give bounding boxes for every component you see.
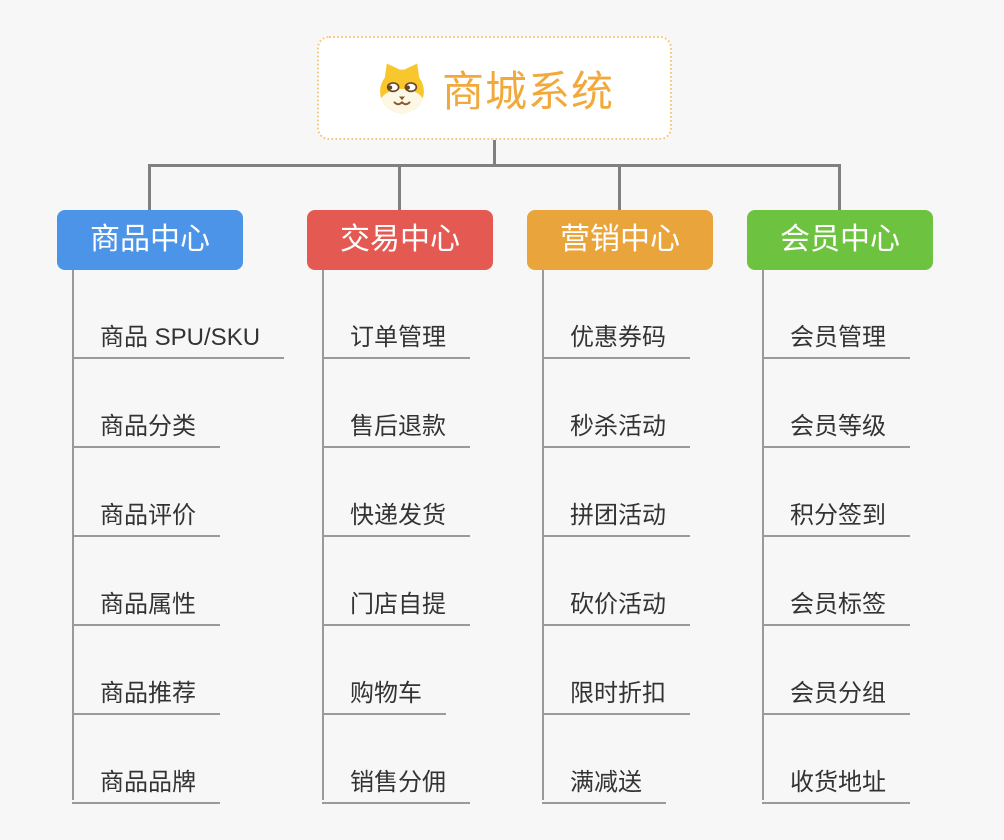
item-label[interactable]: 会员标签 [762, 584, 910, 626]
connector-drop-trade [398, 164, 401, 210]
branch-trade-center: 交易中心 订单管理 售后退款 快递发货 门店自提 购物车 销售分佣 [307, 210, 493, 804]
list-item: 快递发货 [322, 448, 493, 537]
list-item: 秒杀活动 [542, 359, 713, 448]
list-item: 商品品牌 [72, 715, 284, 804]
item-label[interactable]: 满减送 [542, 762, 666, 804]
item-label[interactable]: 商品分类 [72, 406, 220, 448]
item-label[interactable]: 积分签到 [762, 495, 910, 537]
list-item: 会员管理 [762, 270, 933, 359]
list-item: 会员等级 [762, 359, 933, 448]
item-label[interactable]: 会员等级 [762, 406, 910, 448]
item-label[interactable]: 商品属性 [72, 584, 220, 626]
list-item: 优惠券码 [542, 270, 713, 359]
list-item: 销售分佣 [322, 715, 493, 804]
branch-head-product[interactable]: 商品中心 [57, 210, 243, 270]
list-item: 订单管理 [322, 270, 493, 359]
shiba-dog-icon [375, 61, 429, 115]
item-label[interactable]: 秒杀活动 [542, 406, 690, 448]
list-item: 拼团活动 [542, 448, 713, 537]
list-item: 购物车 [322, 626, 493, 715]
branch-head-marketing[interactable]: 营销中心 [527, 210, 713, 270]
item-label[interactable]: 会员管理 [762, 317, 910, 359]
item-label[interactable]: 销售分佣 [322, 762, 470, 804]
item-label[interactable]: 商品评价 [72, 495, 220, 537]
list-item: 会员标签 [762, 537, 933, 626]
branch-trunk-line [542, 270, 544, 800]
branch-product-center: 商品中心 商品 SPU/SKU 商品分类 商品评价 商品属性 商品推荐 商品品牌 [57, 210, 285, 804]
list-item: 砍价活动 [542, 537, 713, 626]
item-label[interactable]: 限时折扣 [542, 673, 690, 715]
list-item: 积分签到 [762, 448, 933, 537]
list-item: 商品属性 [72, 537, 284, 626]
root-node[interactable]: 商城系统 [317, 36, 672, 140]
list-item: 满减送 [542, 715, 713, 804]
connector-horizontal-bar [148, 164, 841, 167]
connector-drop-product [148, 164, 151, 210]
item-label[interactable]: 订单管理 [322, 317, 470, 359]
list-item: 商品推荐 [72, 626, 284, 715]
connector-root-stub [493, 140, 496, 166]
root-title: 商城系统 [441, 67, 614, 115]
list-item: 门店自提 [322, 537, 493, 626]
item-label[interactable]: 会员分组 [762, 673, 910, 715]
branch-head-member[interactable]: 会员中心 [747, 210, 933, 270]
list-item: 收货地址 [762, 715, 933, 804]
branch-trunk-line [322, 270, 324, 800]
connector-drop-marketing [618, 164, 621, 210]
item-label[interactable]: 商品推荐 [72, 673, 220, 715]
item-label[interactable]: 购物车 [322, 673, 446, 715]
connector-drop-member [838, 164, 841, 210]
list-item: 会员分组 [762, 626, 933, 715]
item-label[interactable]: 门店自提 [322, 584, 470, 626]
list-item: 商品 SPU/SKU [72, 270, 285, 359]
branch-marketing-center: 营销中心 优惠券码 秒杀活动 拼团活动 砍价活动 限时折扣 满减送 [527, 210, 713, 804]
list-item: 商品评价 [72, 448, 284, 537]
item-label[interactable]: 商品 SPU/SKU [72, 317, 285, 359]
list-item: 售后退款 [322, 359, 493, 448]
item-label[interactable]: 收货地址 [762, 762, 910, 804]
item-label[interactable]: 拼团活动 [542, 495, 690, 537]
branch-head-trade[interactable]: 交易中心 [307, 210, 493, 270]
branch-trunk-line [762, 270, 764, 800]
item-label[interactable]: 商品品牌 [72, 762, 220, 804]
branch-member-center: 会员中心 会员管理 会员等级 积分签到 会员标签 会员分组 收货地址 [747, 210, 933, 804]
item-label[interactable]: 优惠券码 [542, 317, 690, 359]
item-label[interactable]: 快递发货 [322, 495, 470, 537]
item-label[interactable]: 售后退款 [322, 406, 470, 448]
item-label[interactable]: 砍价活动 [542, 584, 690, 626]
list-item: 限时折扣 [542, 626, 713, 715]
list-item: 商品分类 [72, 359, 284, 448]
branch-trunk-line [72, 270, 74, 800]
